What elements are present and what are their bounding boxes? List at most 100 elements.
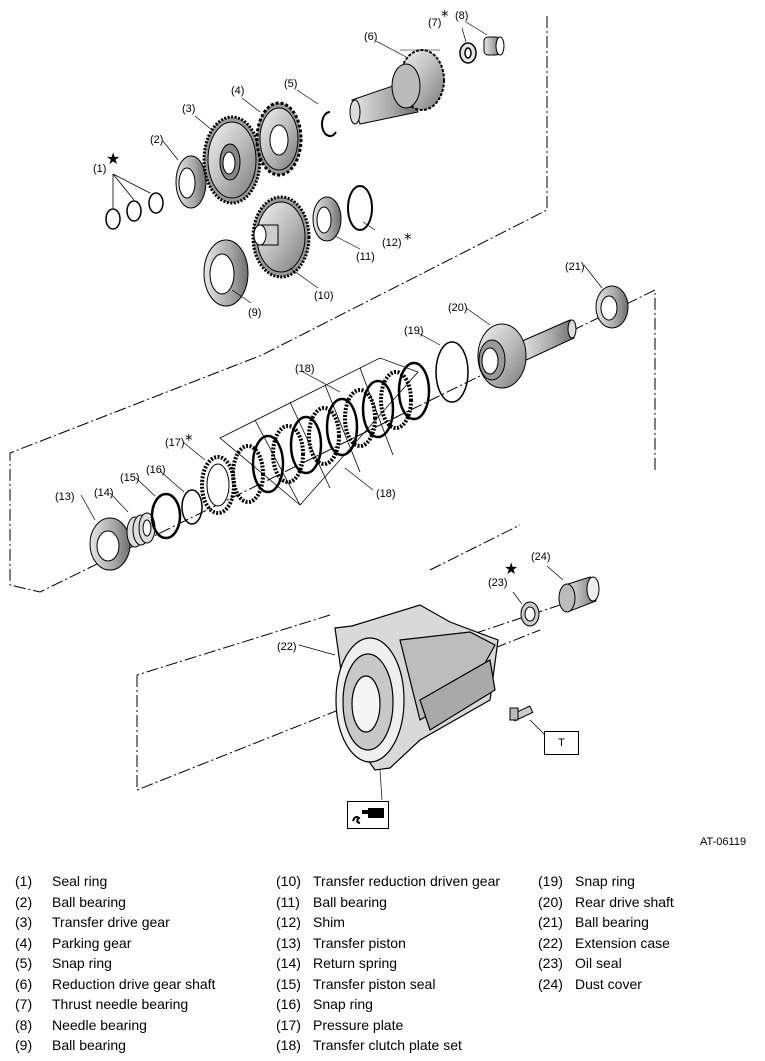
- callout-15: (15): [120, 472, 140, 484]
- legend-item: (15)Transfer piston seal: [276, 974, 500, 995]
- callout-11: (11): [356, 251, 375, 263]
- snap-ring-19-part: [435, 341, 469, 403]
- legend-number: (23): [538, 955, 563, 971]
- marks: ★ ★ * * *: [106, 7, 518, 578]
- bolt-part: [509, 705, 534, 722]
- legend-label: Transfer reduction driven gear: [313, 873, 501, 889]
- legend-item: (17)Pressure plate: [276, 1015, 500, 1036]
- legend-item: (19) Snap ring: [538, 871, 674, 892]
- legend-number: (10): [276, 873, 301, 889]
- asterisk-mark-12: *: [404, 230, 412, 248]
- legend-item: (21) Ball bearing: [538, 912, 674, 933]
- return-spring-part: [126, 512, 156, 548]
- ball-bearing-11-part: [312, 196, 342, 242]
- star-mark-23: ★: [504, 559, 518, 578]
- legend-label: Pressure plate: [313, 1016, 404, 1033]
- legend-number: (7): [15, 996, 33, 1012]
- thrust-needle-bearing-part: [459, 42, 477, 64]
- asterisk-mark-7: *: [441, 7, 449, 25]
- figure-id: AT-06119: [700, 836, 747, 848]
- legend-number: (5): [15, 955, 33, 971]
- callout-6: (6): [364, 31, 377, 43]
- oil-seal-part: [520, 601, 540, 627]
- legend-number: (22): [538, 934, 563, 951]
- callout-22: (22): [277, 641, 297, 653]
- legend-number: (21): [538, 914, 563, 930]
- legend-number: (13): [276, 934, 301, 951]
- legend-label: Thrust needle bearing: [52, 996, 189, 1012]
- transfer-reduction-driven-gear-part: [251, 195, 311, 279]
- callout-16: (16): [146, 464, 166, 476]
- legend-label: Ball bearing: [575, 914, 649, 930]
- dust-cover-part: [558, 576, 600, 613]
- callout-4: (4): [231, 85, 244, 97]
- snap-ring-16-part: [181, 489, 203, 525]
- legend-label: Transfer clutch plate set: [313, 1037, 462, 1053]
- rear-drive-shaft-part: [477, 319, 577, 389]
- legend-number: (3): [15, 914, 33, 930]
- callout-24: (24): [531, 551, 551, 563]
- legend-label: Ball bearing: [52, 893, 126, 910]
- ball-bearing-2-part: [175, 155, 207, 209]
- callout-3: (3): [182, 103, 195, 115]
- callout-21: (21): [565, 261, 585, 273]
- legend-number: (12): [276, 914, 301, 930]
- callout-13: (13): [55, 491, 75, 503]
- callout-8: (8): [455, 10, 468, 22]
- legend-item: (4) Parking gear: [15, 933, 215, 954]
- legend-label: Rear drive shaft: [575, 893, 674, 910]
- legend-column-3: (19) Snap ring (20) Rear drive shaft (21) Bal…: [538, 871, 674, 994]
- legend-label: Return spring: [313, 955, 398, 971]
- callout-23: (23): [488, 577, 508, 589]
- legend-item: (8)Needle bearing: [15, 1015, 215, 1036]
- callout-5: (5): [284, 78, 297, 90]
- legend-item: (13)Transfer piston: [276, 933, 500, 954]
- legend-label: Needle bearing: [52, 1016, 147, 1033]
- legend-number: (15): [276, 975, 301, 992]
- legend-item: (11)Ball bearing: [276, 892, 500, 913]
- shim-part: [347, 185, 373, 231]
- callout-1: (1): [93, 163, 106, 175]
- leader-lines: [80, 21, 603, 801]
- legend-label: Snap ring: [575, 873, 635, 889]
- legend-item: (23)Oil seal: [538, 953, 674, 974]
- legend-label: Extension case: [575, 934, 670, 951]
- legend-number: (14): [276, 955, 301, 971]
- legend-item: (12)Shim: [276, 912, 500, 933]
- legend-label: Ball bearing: [313, 893, 387, 910]
- legend-label: Reduction drive gear shaft: [52, 975, 216, 992]
- legend-number: (6): [15, 975, 33, 992]
- legend-label: Parking gear: [52, 934, 132, 951]
- sealant-tool-icon: [347, 801, 389, 829]
- callout-20: (20): [448, 302, 468, 314]
- asterisk-mark-17: *: [185, 431, 193, 449]
- legend-item: (1) Seal ring: [15, 871, 215, 892]
- legend-number: (1): [15, 873, 33, 889]
- legend-item: (6) Reduction drive gear shaft: [15, 974, 215, 995]
- legend-label: Seal ring: [52, 873, 108, 889]
- pressure-plate-part: [200, 455, 236, 515]
- transfer-piston-part: [89, 517, 131, 571]
- legend-number: (19): [538, 873, 563, 889]
- legend-column-1: (1)Seal ring(2)Ball bearing(3)Transfer d…: [15, 871, 215, 1056]
- legend-label: Snap ring: [52, 955, 112, 971]
- legend-number: (18): [276, 1037, 301, 1053]
- legend-number: (4): [15, 934, 33, 951]
- callout-17: (17): [165, 437, 185, 449]
- legend-item: (10) Transfer reduction driven gear: [276, 871, 500, 892]
- parking-gear-part: [255, 101, 303, 177]
- extension-case-part: [334, 604, 499, 771]
- legend-item: (22) Extension case: [538, 933, 674, 954]
- legend-item: (7) Thrust needle bearing: [15, 994, 215, 1015]
- legend-label: Ball bearing: [52, 1037, 126, 1053]
- legend-item: (14) Return spring: [276, 953, 500, 974]
- callout-14: (14): [94, 487, 114, 499]
- legend-number: (9): [15, 1037, 33, 1053]
- legend-label: Dust cover: [575, 975, 642, 992]
- legend-number: (24): [538, 975, 563, 992]
- legend-item: (9) Ball bearing: [15, 1035, 215, 1056]
- callout-12: (12): [382, 237, 402, 249]
- legend-number: (16): [276, 996, 301, 1012]
- legend-number: (20): [538, 893, 563, 910]
- callout-2: (2): [150, 134, 163, 146]
